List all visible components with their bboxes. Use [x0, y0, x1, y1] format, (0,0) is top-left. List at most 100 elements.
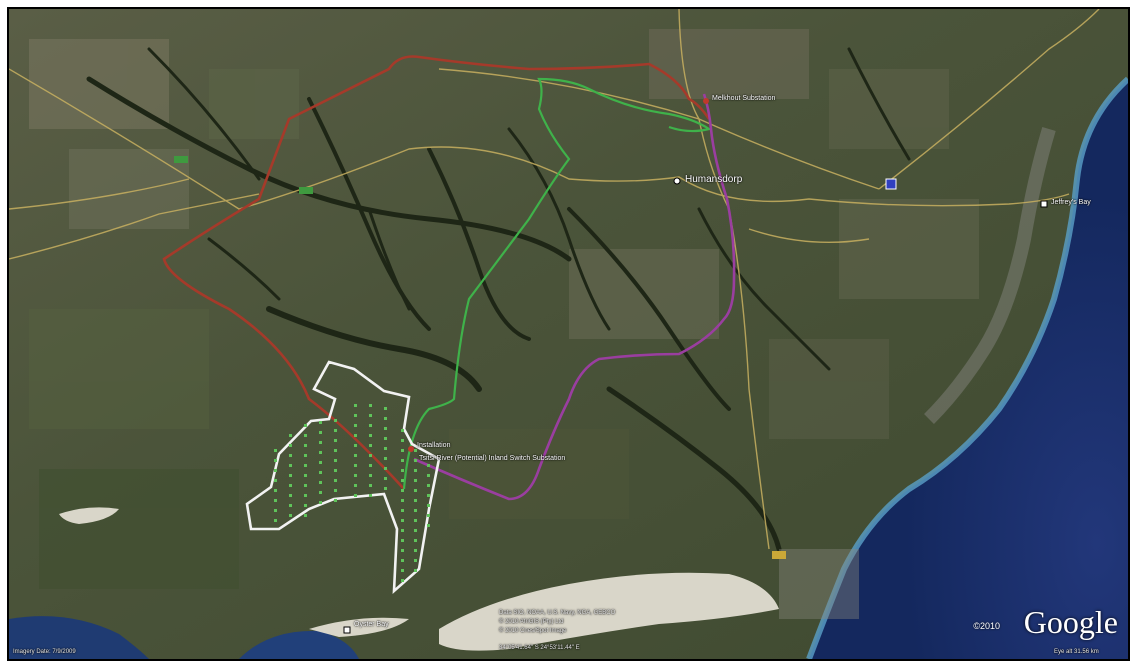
- turbine-marker: [354, 494, 357, 497]
- imagery-date: Imagery Date: 7/9/2009: [13, 649, 76, 655]
- turbine-marker: [384, 427, 387, 430]
- turbine-marker: [274, 499, 277, 502]
- turbine-marker: [401, 559, 404, 562]
- turbine-marker: [289, 474, 292, 477]
- farmland-patches: [29, 29, 979, 589]
- turbine-marker: [414, 499, 417, 502]
- turbine-marker: [414, 519, 417, 522]
- turbine-marker: [384, 477, 387, 480]
- turbine-marker: [304, 494, 307, 497]
- red-route: [162, 55, 711, 490]
- turbine-marker: [289, 504, 292, 507]
- turbine-marker: [289, 464, 292, 467]
- turbine-marker: [401, 509, 404, 512]
- turbine-marker: [274, 459, 277, 462]
- turbine-marker: [414, 449, 417, 452]
- turbine-marker: [427, 484, 430, 487]
- turbine-marker: [334, 449, 337, 452]
- turbine-marker: [354, 434, 357, 437]
- bay-bottom: [239, 630, 359, 659]
- turbine-marker: [274, 449, 277, 452]
- turbine-marker: [274, 479, 277, 482]
- turbine-marker: [304, 434, 307, 437]
- turbine-marker: [384, 457, 387, 460]
- turbine-marker: [289, 454, 292, 457]
- attribution-copyright-2: © 2010 Cnes/Spot Image: [499, 628, 567, 634]
- route-shield-icon-2: [299, 187, 313, 194]
- turbine-marker: [289, 434, 292, 437]
- turbine-marker: [369, 414, 372, 417]
- turbine-marker: [334, 459, 337, 462]
- turbine-marker: [414, 559, 417, 562]
- label-installation: Installation: [417, 442, 451, 449]
- turbine-marker: [354, 464, 357, 467]
- turbine-marker: [414, 489, 417, 492]
- turbine-marker: [354, 474, 357, 477]
- installation-marker: [408, 446, 414, 452]
- turbine-marker: [354, 454, 357, 457]
- label-oyster-bay: Oyster Bay: [354, 621, 389, 628]
- label-potential-substation: Tsitsi River (Potential) Inland Switch S…: [419, 455, 566, 462]
- turbine-marker: [427, 474, 430, 477]
- turbine-marker: [384, 417, 387, 420]
- turbine-marker: [414, 469, 417, 472]
- turbine-marker: [304, 444, 307, 447]
- attribution-data: Data SIO, NOAA, U.S. Navy, NGA, GEBCO: [499, 610, 616, 616]
- turbine-marker: [369, 484, 372, 487]
- turbine-marker: [384, 407, 387, 410]
- satellite-map[interactable]: [9, 9, 1128, 659]
- eye-altitude: Eye alt 31.56 km: [1054, 649, 1099, 655]
- highway-shield-icon: [885, 178, 897, 190]
- turbine-marker: [369, 434, 372, 437]
- turbine-marker: [289, 444, 292, 447]
- turbine-marker: [334, 479, 337, 482]
- turbine-marker: [354, 414, 357, 417]
- coordinates-readout: 34°05'41.64" S 24°53'11.44" E: [499, 645, 580, 651]
- oyster-bay-marker: [343, 626, 351, 634]
- town-area: [779, 549, 859, 619]
- surf-line: [806, 76, 1128, 659]
- turbine-marker: [319, 491, 322, 494]
- turbine-marker: [401, 429, 404, 432]
- turbine-marker: [319, 431, 322, 434]
- turbine-marker: [427, 504, 430, 507]
- turbine-marker: [319, 501, 322, 504]
- purple-route: [413, 93, 736, 501]
- turbine-marker: [304, 504, 307, 507]
- turbine-marker: [401, 519, 404, 522]
- turbine-marker: [334, 439, 337, 442]
- turbine-marker: [401, 489, 404, 492]
- turbine-marker: [401, 459, 404, 462]
- turbine-marker: [414, 529, 417, 532]
- turbine-marker: [289, 514, 292, 517]
- turbine-marker: [319, 471, 322, 474]
- turbine-marker: [384, 447, 387, 450]
- turbine-marker: [319, 481, 322, 484]
- turbine-marker: [369, 474, 372, 477]
- google-copyright: ©2010: [973, 621, 1000, 631]
- turbine-marker: [401, 569, 404, 572]
- turbine-marker: [304, 474, 307, 477]
- route-shield-icon: [174, 156, 188, 163]
- ocean: [809, 79, 1128, 659]
- turbine-marker: [369, 444, 372, 447]
- turbine-marker: [334, 429, 337, 432]
- turbine-marker: [384, 437, 387, 440]
- turbine-marker: [304, 464, 307, 467]
- turbine-marker: [319, 421, 322, 424]
- bay-left: [9, 616, 149, 659]
- town-coast: [924, 126, 1056, 424]
- humansdorp-marker: [673, 177, 681, 185]
- sand-dunes: [59, 507, 779, 651]
- turbine-marker: [369, 494, 372, 497]
- turbine-marker: [401, 539, 404, 542]
- turbine-marker: [414, 539, 417, 542]
- melkhout-marker: [703, 98, 709, 104]
- turbine-grid: [274, 404, 430, 582]
- turbine-marker: [401, 549, 404, 552]
- turbine-marker: [304, 454, 307, 457]
- map-view[interactable]: Melkhout Substation Humansdorp Jeffrey's…: [7, 7, 1130, 661]
- town-markers: [343, 177, 1048, 634]
- turbine-marker: [401, 499, 404, 502]
- site-boundary: [245, 360, 441, 595]
